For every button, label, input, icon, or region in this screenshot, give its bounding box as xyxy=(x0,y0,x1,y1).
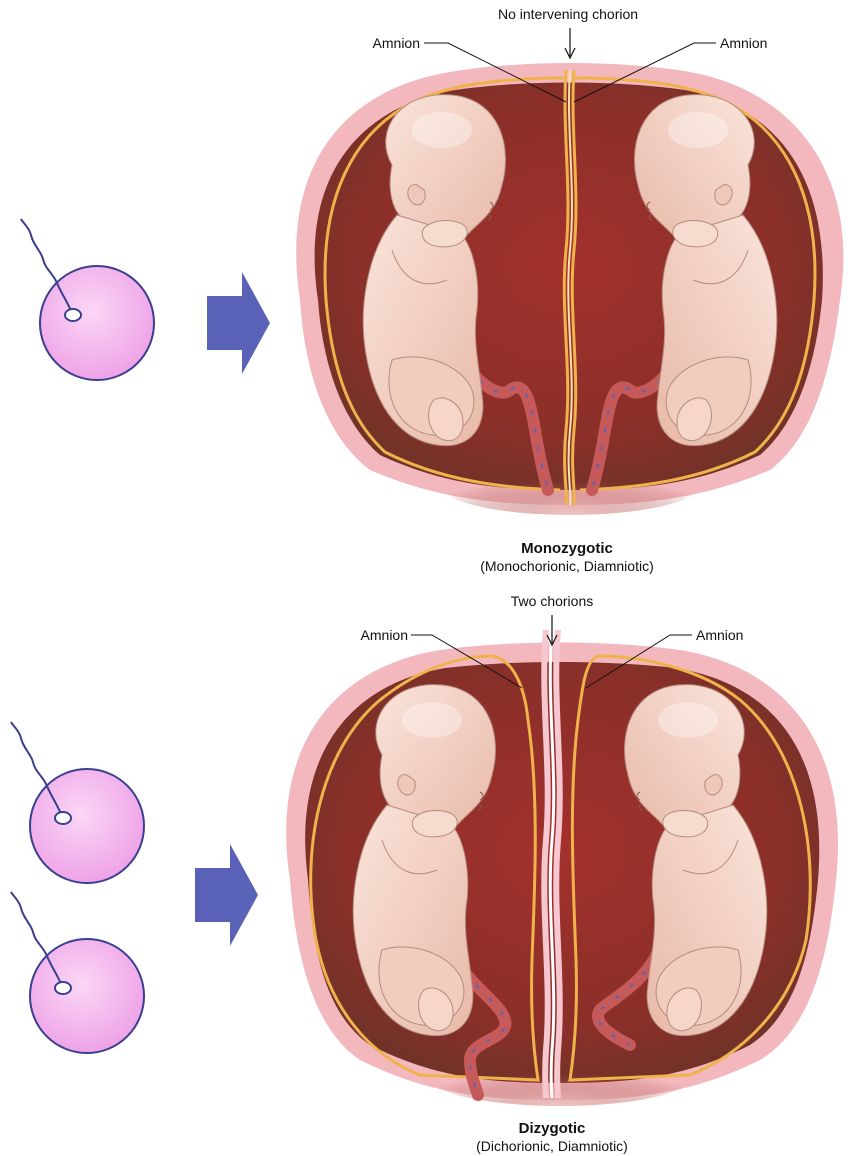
chorion-left xyxy=(544,630,547,1098)
label-two-chorions: Two chorions xyxy=(511,593,593,609)
caption-monochorionic: (Monochorionic, Diamniotic) xyxy=(480,558,654,574)
caption-monozygotic: Monozygotic xyxy=(521,540,613,557)
label-amnion-right: Amnion xyxy=(696,627,743,643)
right-arrow-icon xyxy=(207,272,270,374)
egg-icon xyxy=(21,219,161,387)
label-amnion-left: Amnion xyxy=(361,627,408,643)
right-arrow-icon xyxy=(195,844,258,946)
label-amnion-left: Amnion xyxy=(373,35,420,51)
egg-icon-1 xyxy=(11,722,151,890)
chorion-right xyxy=(556,630,559,1098)
monozygotic-panel: No intervening chorion Amnion Amnion Mon… xyxy=(21,6,843,574)
label-amnion-right: Amnion xyxy=(720,35,767,51)
label-no-intervening-chorion: No intervening chorion xyxy=(498,6,638,22)
caption-dichorionic: (Dichorionic, Diamniotic) xyxy=(476,1138,628,1154)
egg-icon-2 xyxy=(11,892,151,1060)
caption-dizygotic: Dizygotic xyxy=(519,1120,586,1137)
dizygotic-panel: Two chorions Amnion Amnion Dizygotic (Di… xyxy=(11,593,838,1154)
